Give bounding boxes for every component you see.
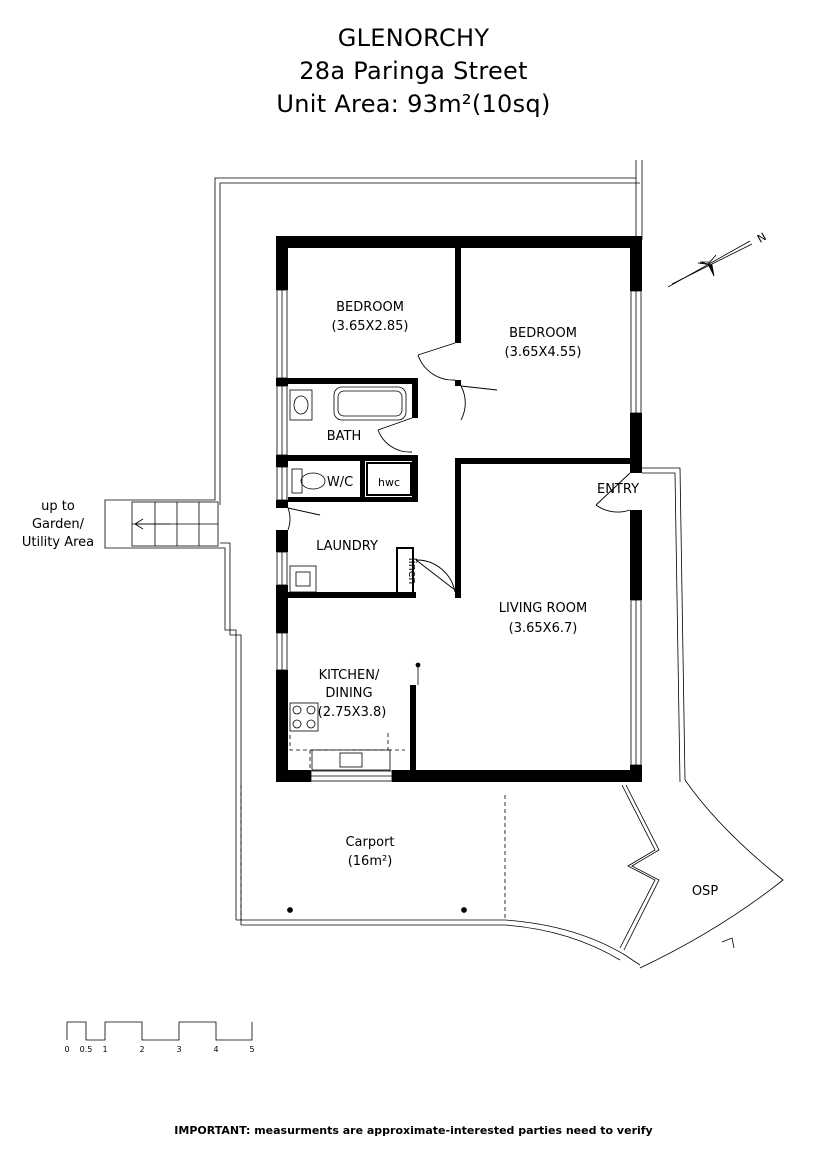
carport-size: (16m²): [348, 854, 393, 869]
kitchen-sink-icon: [339, 752, 363, 768]
laundry-tub-icon: [289, 565, 317, 593]
bedroom1-size: (3.65X2.85): [332, 319, 409, 334]
scale-tick: 0.5: [80, 1045, 93, 1054]
scale-tick: 3: [176, 1045, 181, 1054]
carport-outline: [240, 785, 506, 920]
osp-area: [619, 467, 784, 969]
cooktop-icon: [289, 702, 319, 732]
toilet-icon: [291, 468, 303, 494]
hwc-box: [366, 462, 412, 496]
site-boundary: [104, 160, 643, 966]
compass-icon: [667, 240, 753, 288]
suburb-title: GLENORCHY: [337, 24, 490, 52]
doors: [287, 342, 631, 593]
bathtub-icon: [333, 386, 407, 421]
scale-tick: 2: [139, 1045, 144, 1054]
scale-tick: 1: [102, 1045, 107, 1054]
scale-ticks: 0 0.5 1 2 3 4 5: [64, 1045, 254, 1054]
laundry-label: LAUNDRY: [316, 539, 378, 554]
linen-label: linen: [406, 558, 419, 585]
osp-label: OSP: [692, 884, 718, 899]
exterior-walls: [276, 236, 642, 782]
carport-post-left: [287, 907, 293, 913]
windows: [276, 289, 642, 782]
compass-north-label: N: [755, 230, 769, 245]
wc-label: W/C: [327, 475, 353, 490]
fixtures: [287, 386, 467, 913]
scale-tick: 5: [249, 1045, 254, 1054]
stairs: [131, 501, 219, 547]
bedroom2-size: (3.65X4.55): [505, 345, 582, 360]
entry-label: ENTRY: [597, 482, 639, 497]
scale-tick: 0: [64, 1045, 69, 1054]
bath-label: BATH: [327, 429, 362, 444]
basin-icon: [289, 389, 313, 421]
kitchen-size: (2.75X3.8): [318, 705, 387, 720]
living-room-size: (3.65X6.7): [509, 621, 578, 636]
hwc-label: hwc: [378, 476, 400, 489]
scale-tick: 4: [213, 1045, 218, 1054]
stairs-note-line1: up to: [41, 499, 75, 514]
stairs-note-line2: Garden/: [32, 517, 85, 532]
bedroom1-name: BEDROOM: [336, 300, 404, 315]
kitchen-name-line2: DINING: [325, 686, 372, 701]
living-room-name: LIVING ROOM: [499, 601, 587, 616]
address-title: 28a Paringa Street: [299, 57, 528, 85]
kitchen-bench: [311, 749, 391, 771]
kitchen-name-line1: KITCHEN/: [319, 668, 380, 683]
stairs-note-line3: Utility Area: [22, 535, 94, 550]
carport-post-right: [461, 907, 467, 913]
carport-name: Carport: [345, 835, 394, 850]
stairs-arrow-icon: [134, 518, 170, 530]
scale-bar: [66, 1021, 253, 1041]
bedroom2-name: BEDROOM: [509, 326, 577, 341]
disclaimer: IMPORTANT: measurments are approximate-i…: [174, 1124, 653, 1137]
interior-walls: [288, 248, 630, 770]
title-block: GLENORCHY 28a Paringa Street Unit Area: …: [0, 22, 827, 121]
unit-area-title: Unit Area: 93m²(10sq): [276, 90, 551, 118]
